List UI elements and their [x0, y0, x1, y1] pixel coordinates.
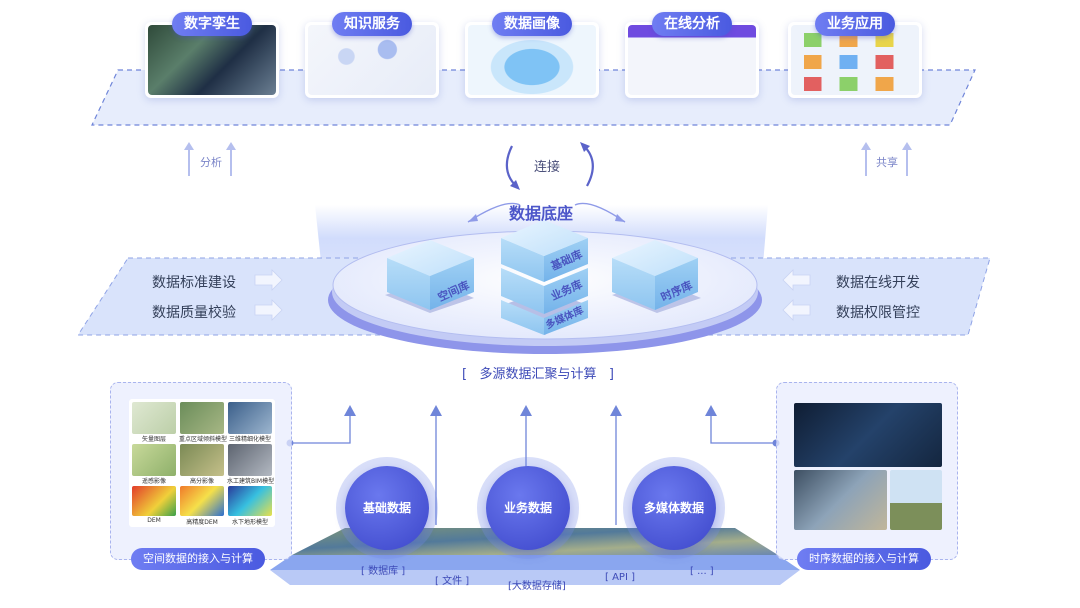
- thumb-caption: 水下地形模型: [231, 519, 268, 526]
- knowledge-graph-screenshot: [308, 25, 436, 95]
- business-app-grid-screenshot: [791, 25, 919, 95]
- source-tag-database: [ 数据库 ]: [361, 566, 406, 577]
- flow-label-connect: 连接: [534, 160, 561, 175]
- flow-label-analysis: 分析: [200, 156, 222, 169]
- circle-business-data[interactable]: 业务数据: [486, 466, 570, 550]
- bim-model-thumb: [228, 444, 272, 476]
- thumb-caption: 水工建筑BIM模型: [227, 478, 275, 485]
- oblique-model-thumb: [180, 402, 224, 434]
- underwater-terrain-thumb: [228, 486, 272, 516]
- circle-multimedia-data[interactable]: 多媒体数据: [632, 466, 716, 550]
- monitoring-station-photo: [890, 470, 942, 530]
- band-item-permission: 数据权限管控: [836, 305, 920, 321]
- spatial-data-panel: 矢量图层 重点区域倾斜模型 三维精细化模型 遥感影像 高分影像 水工建筑BIM模…: [110, 382, 292, 560]
- app-card-business-app[interactable]: [788, 22, 922, 98]
- hd-dem-thumb: [180, 486, 224, 516]
- online-analytics-screenshot: [628, 25, 756, 95]
- fine-3d-model-thumb: [228, 402, 272, 434]
- thumb-caption: 矢量图层: [141, 436, 166, 443]
- band-item-online-dev: 数据在线开发: [836, 275, 920, 291]
- thumb-caption: 三维精细化模型: [228, 436, 271, 443]
- dem-thumb: [132, 486, 176, 516]
- thumb-caption: DEM: [147, 517, 161, 524]
- remote-sensing-thumb: [132, 444, 176, 476]
- digital-twin-screenshot: [148, 25, 276, 95]
- app-card-knowledge-service[interactable]: [305, 22, 439, 98]
- app-tag-business-app[interactable]: 业务应用: [815, 12, 895, 36]
- app-tag-data-portrait[interactable]: 数据画像: [492, 12, 572, 36]
- app-tag-online-analysis[interactable]: 在线分析: [652, 12, 732, 36]
- thumb-caption: 重点区域倾斜模型: [179, 436, 228, 443]
- data-portrait-screenshot: [468, 25, 596, 95]
- app-tag-digital-twin[interactable]: 数字孪生: [172, 12, 252, 36]
- timeseries-data-panel: [776, 382, 958, 560]
- source-tag-file: [ 文件 ]: [435, 576, 470, 587]
- thumb-caption: 高分影像: [189, 478, 214, 485]
- dashboard-screenshot: [794, 403, 942, 467]
- flow-label-share: 共享: [876, 156, 898, 169]
- thumb-caption: 遥感影像: [141, 478, 166, 485]
- app-card-digital-twin[interactable]: [145, 22, 279, 98]
- source-tag-bigdata: [大数据存储]: [508, 581, 566, 592]
- spatial-panel-title[interactable]: 空间数据的接入与计算: [131, 548, 265, 570]
- spatial-thumb-grid: 矢量图层 重点区域倾斜模型 三维精细化模型 遥感影像 高分影像 水工建筑BIM模…: [129, 399, 275, 527]
- aggregation-caption: [ 多源数据汇聚与计算 ]: [462, 367, 614, 382]
- app-tag-knowledge-service[interactable]: 知识服务: [332, 12, 412, 36]
- circle-basic-data[interactable]: 基础数据: [345, 466, 429, 550]
- vector-layer-thumb: [132, 402, 176, 434]
- data-base-title: 数据底座: [509, 204, 574, 223]
- thumb-caption: 高精度DEM: [186, 519, 218, 526]
- band-item-standard: 数据标准建设: [152, 275, 236, 291]
- band-item-quality: 数据质量校验: [152, 305, 236, 321]
- facility-photo: [794, 470, 887, 530]
- high-res-image-thumb: [180, 444, 224, 476]
- timeseries-panel-title[interactable]: 时序数据的接入与计算: [797, 548, 931, 570]
- source-tag-more: [ ... ]: [690, 566, 714, 577]
- source-tag-api: [ API ]: [605, 572, 635, 583]
